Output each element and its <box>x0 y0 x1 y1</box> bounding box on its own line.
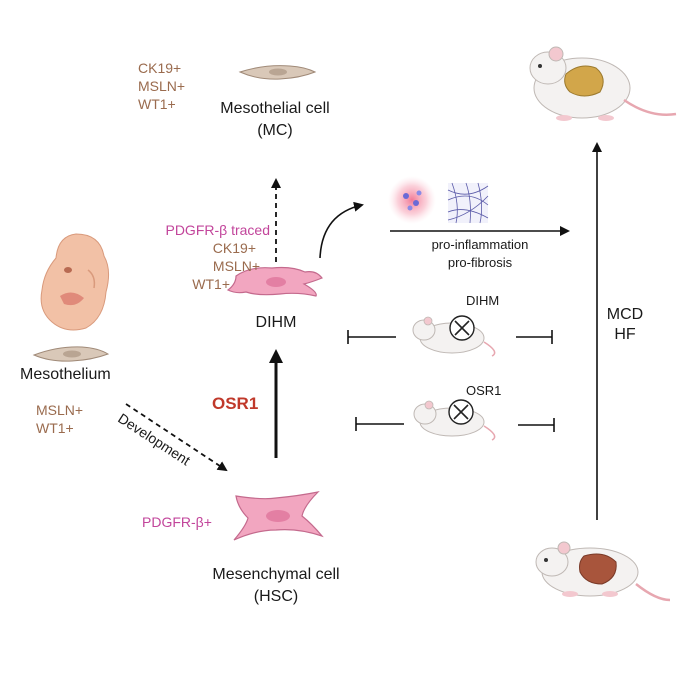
inflammation-icon <box>388 176 436 224</box>
curve-to-effects-arrow <box>319 201 364 259</box>
mesothelial-cell-shape <box>238 65 317 80</box>
inhibitor-osr1-left <box>355 417 404 431</box>
osr1-label: OSR1 <box>212 394 259 413</box>
mouse-normal-liver <box>535 541 671 602</box>
dihm-label: DIHM <box>255 314 297 331</box>
mesenchymal-cell-label: Mesenchymal cell <box>212 566 340 583</box>
development-arrow <box>125 403 228 472</box>
inhibitor-osr1-right <box>518 418 555 432</box>
embryo-illustration <box>40 233 110 331</box>
dihm-cell-shape <box>226 266 323 297</box>
mesothelial-cell-label: Mesothelial cell <box>220 100 330 117</box>
knockout-dihm-label: DIHM <box>466 293 500 308</box>
mc-marker-wt1: WT1+ <box>138 96 176 112</box>
mouse-fatty-liver <box>529 46 677 121</box>
mesothelium-marker-wt1: WT1+ <box>36 420 74 436</box>
knockout-mouse-dihm <box>412 315 496 357</box>
knockout-osr1-label: OSR1 <box>466 383 502 398</box>
mesothelial-cell-abbr: (MC) <box>257 122 293 139</box>
hf-label: HF <box>614 326 636 343</box>
mesenchymal-cell-shape <box>233 491 324 541</box>
fibrosis-icon <box>447 182 489 224</box>
mesothelium-cell-shape <box>32 346 110 362</box>
mcd-label: MCD <box>606 306 644 323</box>
knockout-mouse-osr1 <box>413 399 496 441</box>
dihm-marker-wt1: WT1+ <box>192 276 230 292</box>
pro-fibrosis-label: pro-fibrosis <box>447 255 513 270</box>
mesothelium-label: Mesothelium <box>20 366 111 383</box>
inhibitor-dihm-left <box>347 330 396 344</box>
inhibitor-dihm-right <box>516 330 553 344</box>
mesenchymal-cell-abbr: (HSC) <box>253 588 299 605</box>
mesenchymal-marker: PDGFR-β+ <box>142 514 212 530</box>
mesothelium-marker-msln: MSLN+ <box>36 402 84 418</box>
dihm-traced-label: PDGFR-β traced <box>165 222 270 238</box>
dihm-marker-ck19: CK19+ <box>212 240 256 256</box>
mc-marker-ck19: CK19+ <box>138 60 182 76</box>
pro-inflammation-label: pro-inflammation <box>431 237 529 252</box>
mc-marker-msln: MSLN+ <box>138 78 186 94</box>
dihm-marker-msln: MSLN+ <box>212 258 260 274</box>
